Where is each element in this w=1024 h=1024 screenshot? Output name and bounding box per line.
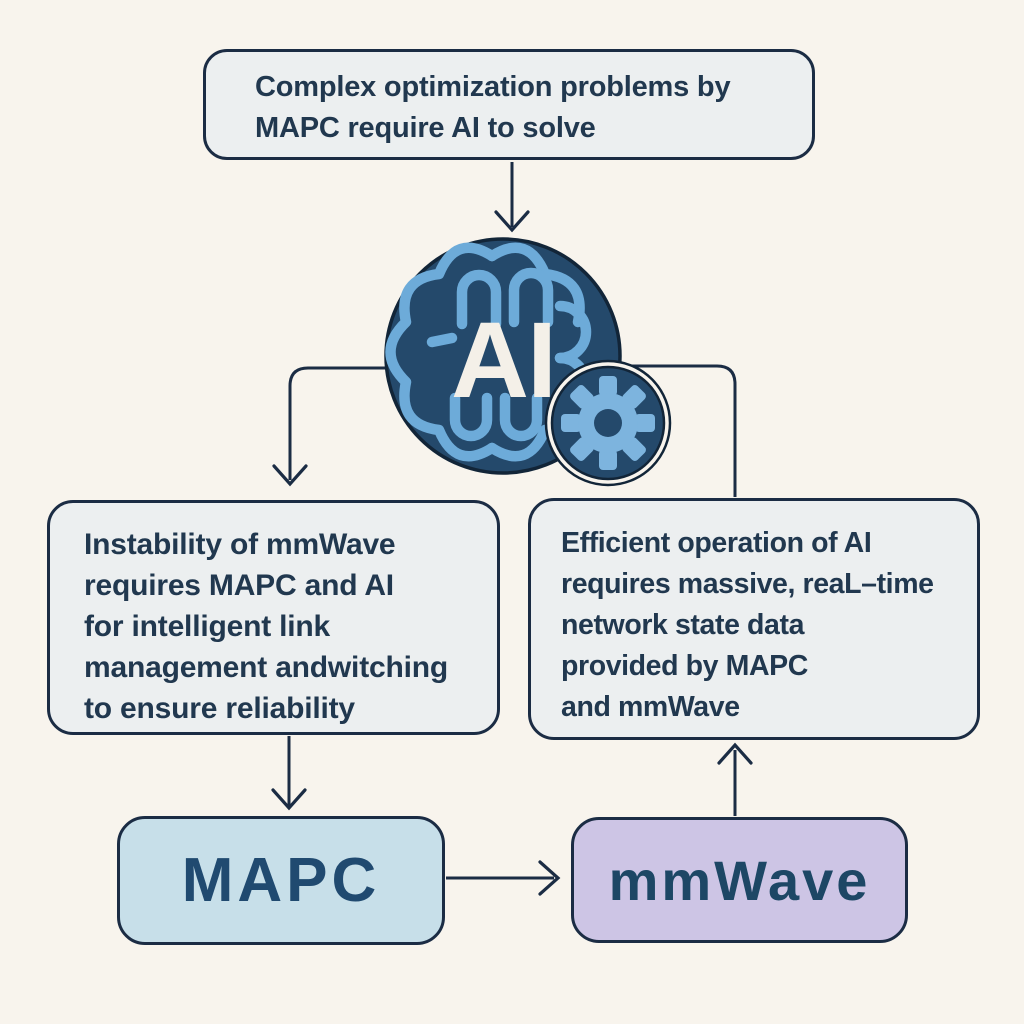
edge-ai-to-leftbox xyxy=(272,366,430,487)
edge-leftbox-to-mapc xyxy=(271,736,307,811)
brain-icon xyxy=(385,242,592,462)
edge-mapc-to-mmwave xyxy=(446,860,561,896)
edge-ai-to-rightbox xyxy=(600,364,737,497)
edge-mmwave-to-rightbox xyxy=(717,742,753,816)
ai-disc xyxy=(384,237,622,475)
node-top-problem-box: Complex optimization problems by MAPC re… xyxy=(203,49,815,160)
mapc-label: MAPC xyxy=(181,846,381,915)
node-mmwave-box: mmWave xyxy=(571,817,908,943)
node-right-efficiency-box: Efficient operation of AI requires massi… xyxy=(528,498,980,740)
gear-icon xyxy=(544,359,672,487)
node-mapc-box: MAPC xyxy=(117,816,445,945)
mmwave-label: mmWave xyxy=(608,848,871,912)
node-left-instability-box: Instability of mmWave requires MAPC and … xyxy=(47,500,500,735)
ai-node: AI xyxy=(384,237,672,487)
ai-label: AI xyxy=(451,299,555,420)
edge-topbox-to-ai xyxy=(494,162,530,233)
